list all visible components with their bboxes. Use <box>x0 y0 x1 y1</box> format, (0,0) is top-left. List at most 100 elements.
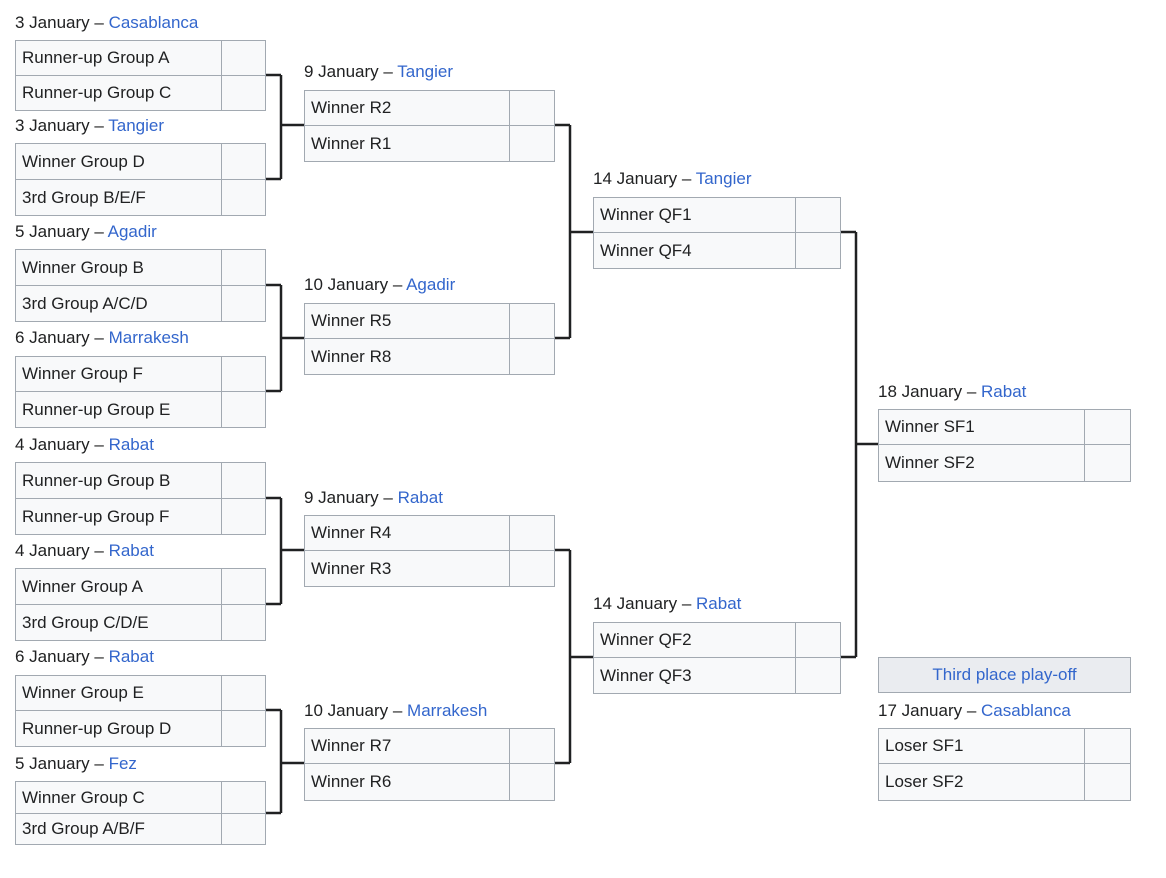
qf-match-1-team-1: Winner R2 <box>304 90 510 126</box>
venue-link[interactable]: Marrakesh <box>407 701 488 720</box>
match-date: 3 January <box>15 13 90 32</box>
sf-match-1-score-2 <box>795 232 841 269</box>
r16-match-5-label: 4 January – Rabat <box>15 435 154 455</box>
label-separator: – <box>388 701 408 720</box>
qf-match-2-score-2 <box>509 338 555 375</box>
sf-match-2-score-2 <box>795 657 841 694</box>
connector-r16-to-qf-4 <box>266 708 304 815</box>
match-date: 18 January <box>878 382 963 401</box>
qf-match-3-label: 9 January – Rabat <box>304 488 443 508</box>
venue-link[interactable]: Rabat <box>108 647 154 666</box>
r16-match-8-score-1 <box>221 781 266 814</box>
venue-link[interactable]: Rabat <box>108 435 154 454</box>
venue-link[interactable]: Fez <box>108 754 137 773</box>
label-separator: – <box>962 701 982 720</box>
venue-link[interactable]: Rabat <box>696 594 742 613</box>
final-match-label: 18 January – Rabat <box>878 382 1026 402</box>
label-separator: – <box>89 541 109 560</box>
match-date: 9 January <box>304 488 379 507</box>
label-separator: – <box>378 488 398 507</box>
sf-match-1-team-2: Winner QF4 <box>593 232 796 269</box>
sf-match-1-label: 14 January – Tangier <box>593 169 751 189</box>
r16-match-8-team-2: 3rd Group A/B/F <box>15 813 222 845</box>
qf-match-4-label: 10 January – Marrakesh <box>304 701 487 721</box>
r16-match-7-team-2: Runner-up Group D <box>15 710 222 747</box>
label-separator: – <box>89 328 109 347</box>
match-date: 10 January <box>304 701 389 720</box>
r16-match-2-score-1 <box>221 143 266 180</box>
venue-link[interactable]: Tangier <box>695 169 752 188</box>
match-date: 6 January <box>15 647 90 666</box>
r16-match-2-team-1: Winner Group D <box>15 143 222 180</box>
qf-match-3-team-2: Winner R3 <box>304 550 510 587</box>
r16-match-6-score-2 <box>221 604 266 641</box>
venue-link[interactable]: Rabat <box>981 382 1027 401</box>
connector-r16-to-qf-1 <box>266 73 304 181</box>
r16-match-1-label: 3 January – Casablanca <box>15 13 198 33</box>
third-place-match-label: 17 January – Casablanca <box>878 701 1071 721</box>
qf-match-1-label: 9 January – Tangier <box>304 62 453 82</box>
connector-r16-to-qf-3 <box>266 496 304 606</box>
r16-match-1-score-1 <box>221 40 266 76</box>
connector-qf-to-sf-2 <box>555 548 593 765</box>
label-separator: – <box>677 169 696 188</box>
qf-match-4-team-2: Winner R6 <box>304 763 510 801</box>
qf-match-4-score-1 <box>509 728 555 764</box>
r16-match-2-label: 3 January – Tangier <box>15 116 164 136</box>
label-separator: – <box>962 382 982 401</box>
label-separator: – <box>89 222 108 241</box>
label-separator: – <box>89 647 109 666</box>
venue-link[interactable]: Rabat <box>397 488 443 507</box>
final-match-score-1 <box>1084 409 1131 445</box>
venue-link[interactable]: Tangier <box>108 116 165 135</box>
sf-match-2-team-1: Winner QF2 <box>593 622 796 658</box>
qf-match-3-score-1 <box>509 515 555 551</box>
third-place-heading[interactable]: Third place play-off <box>878 657 1131 693</box>
match-date: 5 January <box>15 754 90 773</box>
sf-match-2-label: 14 January – Rabat <box>593 594 741 614</box>
r16-match-5-team-1: Runner-up Group B <box>15 462 222 499</box>
r16-match-3-score-2 <box>221 285 266 322</box>
r16-match-8-label: 5 January – Fez <box>15 754 137 774</box>
qf-match-3-team-1: Winner R4 <box>304 515 510 551</box>
venue-link[interactable]: Tangier <box>397 62 454 81</box>
r16-match-3-team-1: Winner Group B <box>15 249 222 286</box>
third-place-match-team-2: Loser SF2 <box>878 763 1085 801</box>
label-separator: – <box>89 116 109 135</box>
r16-match-1-team-1: Runner-up Group A <box>15 40 222 76</box>
match-date: 9 January <box>304 62 379 81</box>
venue-link[interactable]: Agadir <box>406 275 456 294</box>
r16-match-7-score-1 <box>221 675 266 711</box>
r16-match-4-label: 6 January – Marrakesh <box>15 328 189 348</box>
final-match-score-2 <box>1084 444 1131 482</box>
qf-match-1-score-2 <box>509 125 555 162</box>
venue-link[interactable]: Marrakesh <box>108 328 189 347</box>
final-match-team-1: Winner SF1 <box>878 409 1085 445</box>
qf-match-4-team-1: Winner R7 <box>304 728 510 764</box>
qf-match-2-score-1 <box>509 303 555 339</box>
qf-match-2-team-2: Winner R8 <box>304 338 510 375</box>
r16-match-5-score-1 <box>221 462 266 499</box>
qf-match-4-score-2 <box>509 763 555 801</box>
r16-match-3-team-2: 3rd Group A/C/D <box>15 285 222 322</box>
venue-link[interactable]: Agadir <box>107 222 157 241</box>
label-separator: – <box>388 275 407 294</box>
r16-match-5-team-2: Runner-up Group F <box>15 498 222 535</box>
match-date: 3 January <box>15 116 90 135</box>
match-date: 14 January <box>593 594 678 613</box>
r16-match-2-score-2 <box>221 179 266 216</box>
r16-match-7-label: 6 January – Rabat <box>15 647 154 667</box>
venue-link[interactable]: Casablanca <box>108 13 199 32</box>
venue-link[interactable]: Rabat <box>108 541 154 560</box>
qf-match-1-score-1 <box>509 90 555 126</box>
r16-match-5-score-2 <box>221 498 266 535</box>
venue-link[interactable]: Casablanca <box>981 701 1071 720</box>
match-date: 4 January <box>15 435 90 454</box>
final-match-team-2: Winner SF2 <box>878 444 1085 482</box>
r16-match-1-team-2: Runner-up Group C <box>15 75 222 111</box>
match-date: 17 January <box>878 701 963 720</box>
third-place-match-team-1: Loser SF1 <box>878 728 1085 764</box>
r16-match-1-score-2 <box>221 75 266 111</box>
label-separator: – <box>677 594 697 613</box>
label-separator: – <box>89 435 109 454</box>
